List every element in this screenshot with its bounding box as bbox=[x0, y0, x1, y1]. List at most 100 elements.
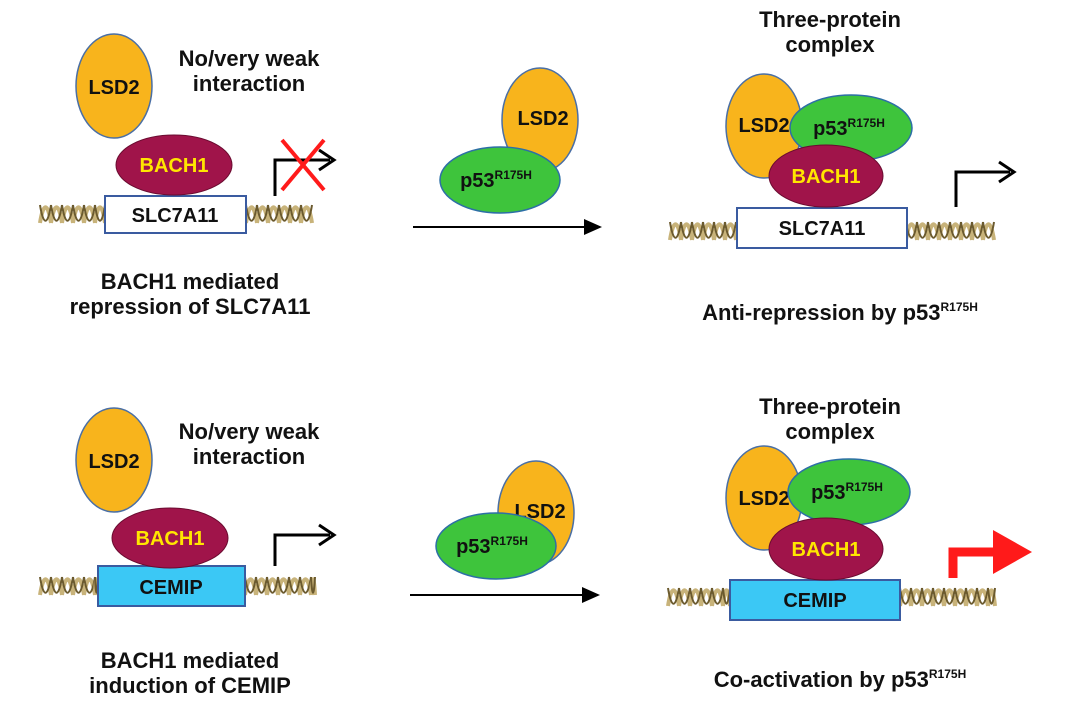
p53-label: p53R175H bbox=[811, 480, 883, 504]
three-protein-complex-top: Three-protein complex bbox=[740, 7, 920, 58]
dna-segment bbox=[277, 576, 290, 594]
caption-line1: BACH1 mediated bbox=[100, 648, 280, 673]
dna-segment bbox=[288, 576, 301, 594]
panel-coactivation: CEMIP LSD2 p53R175H BACH1 bbox=[666, 445, 1032, 621]
p53-protein bbox=[435, 512, 557, 580]
transcription-arrowhead bbox=[998, 160, 1017, 184]
dna-segment bbox=[256, 204, 269, 222]
caption-line2: induction of CEMIP bbox=[89, 673, 291, 699]
dna-segment bbox=[61, 204, 74, 222]
dna-segment bbox=[61, 576, 74, 594]
complex-line2: complex bbox=[785, 419, 875, 445]
dna-segment bbox=[678, 587, 691, 605]
gene-label-cemip: CEMIP bbox=[139, 577, 202, 599]
dna-segment bbox=[39, 204, 52, 222]
dna-segment bbox=[965, 587, 978, 605]
incoming-complex-top: LSD2 p53R175H bbox=[439, 67, 579, 214]
dna-segment bbox=[916, 221, 929, 239]
dna-segment bbox=[713, 221, 726, 239]
dna-segment bbox=[932, 587, 945, 605]
caption-text: Co-activation by p53 bbox=[713, 667, 929, 692]
dna-segment bbox=[986, 588, 997, 607]
p53-protein bbox=[439, 146, 561, 214]
dna-segment bbox=[309, 577, 317, 596]
weak-interaction-note-bottom: No/very weak interaction bbox=[160, 419, 338, 470]
gene-label-slc7a11: SLC7A11 bbox=[779, 218, 866, 240]
lsd2-protein bbox=[75, 33, 153, 139]
dna-strand bbox=[38, 576, 317, 596]
dna-segment bbox=[50, 576, 63, 594]
dna-segment bbox=[680, 221, 693, 239]
dna-segment bbox=[949, 221, 962, 239]
repression-x-icon bbox=[280, 138, 326, 192]
dna-segment bbox=[700, 587, 713, 605]
dna-segment bbox=[711, 587, 724, 605]
transcription-arrow bbox=[954, 170, 1010, 207]
bach1-protein bbox=[768, 144, 884, 208]
weak-line1: No/very weak bbox=[178, 46, 320, 71]
dna-segment bbox=[954, 587, 967, 605]
dna-segment bbox=[50, 204, 63, 222]
coactivation-red-arrowhead bbox=[993, 530, 1032, 574]
dna-segment bbox=[724, 221, 737, 239]
dna-segment bbox=[689, 587, 702, 605]
incoming-complex-bottom: LSD2 p53R175H bbox=[435, 460, 575, 580]
caption-repression: BACH1 mediated repression of SLC7A11 bbox=[40, 269, 340, 320]
dna-segment bbox=[987, 587, 996, 605]
gene-label-slc7a11: SLC7A11 bbox=[132, 205, 219, 227]
dna-segment bbox=[981, 222, 996, 241]
gene-box-cemip bbox=[729, 579, 901, 621]
dna-segment bbox=[982, 221, 995, 239]
lsd2-label: LSD2 bbox=[738, 115, 789, 137]
complex-line1: Three-protein bbox=[759, 7, 901, 32]
dna-segment bbox=[72, 204, 85, 222]
bach1-label: BACH1 bbox=[136, 528, 205, 550]
dna-segment bbox=[310, 576, 316, 594]
complex-line1: Three-protein bbox=[759, 394, 901, 419]
dna-segment bbox=[278, 204, 291, 222]
panel-antirepression: SLC7A11 LSD2 p53R175H BACH1 bbox=[668, 73, 1017, 249]
dna-strand bbox=[666, 587, 997, 607]
dna-segment bbox=[960, 221, 973, 239]
three-protein-complex-bottom: Three-protein complex bbox=[740, 394, 920, 445]
bach1-label: BACH1 bbox=[140, 155, 209, 177]
dna-segment bbox=[938, 221, 951, 239]
lsd2-protein bbox=[75, 407, 153, 513]
dna-segment bbox=[723, 222, 738, 241]
weak-line2: interaction bbox=[192, 71, 306, 97]
lsd2-label: LSD2 bbox=[88, 451, 139, 473]
bach1-protein bbox=[115, 134, 233, 196]
caption-induction: BACH1 mediated induction of CEMIP bbox=[40, 648, 340, 699]
complex-line2: complex bbox=[785, 32, 875, 58]
dna-segment bbox=[83, 204, 96, 222]
dna-segment bbox=[72, 576, 85, 594]
transcription-arrowhead bbox=[318, 148, 337, 172]
dna-segment bbox=[289, 204, 302, 222]
bach1-label: BACH1 bbox=[792, 539, 861, 561]
dna-segment bbox=[299, 576, 312, 594]
p53-label: p53R175H bbox=[813, 116, 885, 140]
dna-segment bbox=[921, 587, 934, 605]
dna-segment bbox=[39, 576, 52, 594]
dna-segment bbox=[691, 221, 704, 239]
dna-segment bbox=[910, 587, 923, 605]
caption-line2: repression of SLC7A11 bbox=[69, 294, 311, 320]
dna-segment bbox=[266, 576, 279, 594]
lsd2-label: LSD2 bbox=[88, 77, 139, 99]
weak-line1: No/very weak bbox=[178, 419, 320, 444]
transcription-arrowhead bbox=[318, 523, 337, 547]
p53-label: p53R175H bbox=[460, 168, 532, 192]
lsd2-label: LSD2 bbox=[738, 488, 789, 510]
dna-segment bbox=[667, 587, 680, 605]
panel-induction: CEMIP LSD2 BACH1 bbox=[38, 407, 337, 607]
dna-segment bbox=[300, 204, 313, 222]
dna-segment bbox=[971, 221, 984, 239]
dna-segment bbox=[702, 221, 715, 239]
dna-segment bbox=[255, 576, 268, 594]
caption-superscript: R175H bbox=[940, 299, 978, 314]
caption-text: Anti-repression by p53 bbox=[702, 300, 941, 325]
caption-superscript: R175H bbox=[928, 666, 967, 681]
weak-interaction-note-top: No/very weak interaction bbox=[160, 46, 338, 97]
dna-segment bbox=[976, 587, 989, 605]
